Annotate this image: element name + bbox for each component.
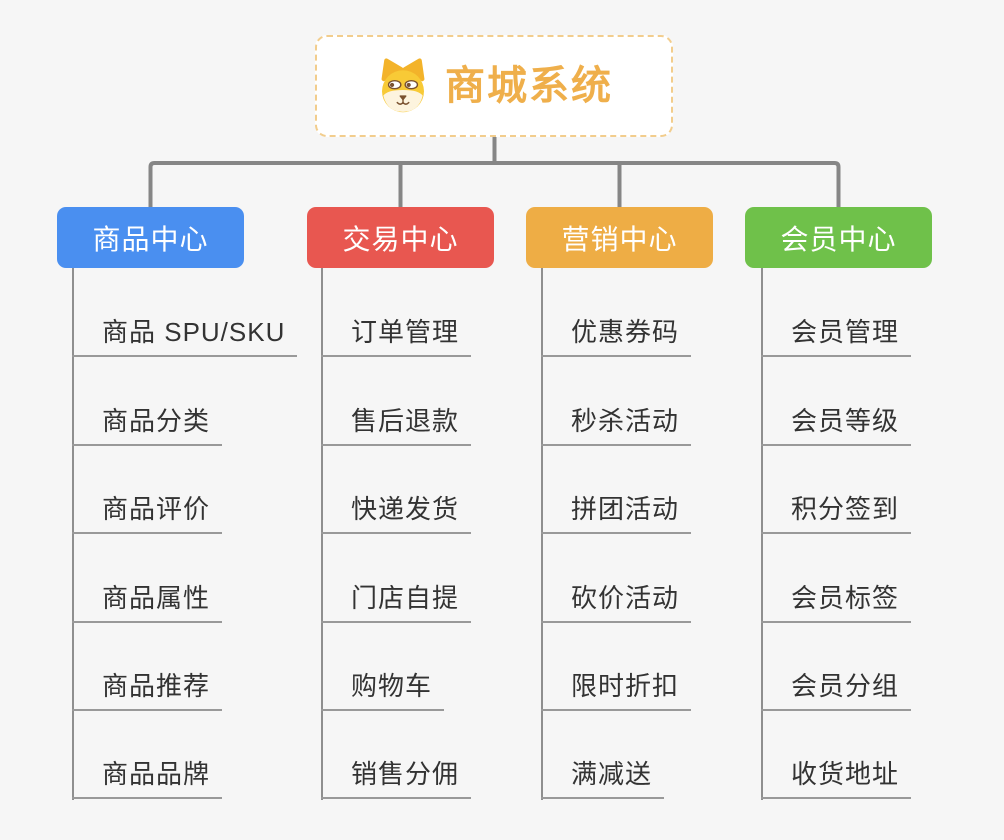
leaf-shopping-cart[interactable]: 购物车 xyxy=(321,670,445,711)
leaf-shipping-address[interactable]: 收货地址 xyxy=(761,758,912,799)
branch-trunk-line xyxy=(72,268,74,800)
leaf-product-recommend[interactable]: 商品推荐 xyxy=(72,670,223,711)
branch-trunk-line xyxy=(541,268,543,800)
leaf-group-buy[interactable]: 拼团活动 xyxy=(541,493,692,534)
leaf-member-management[interactable]: 会员管理 xyxy=(761,316,912,357)
branch-trunk-line xyxy=(321,268,323,800)
root-node[interactable]: 商城系统 xyxy=(315,35,673,137)
leaf-product-category[interactable]: 商品分类 xyxy=(72,405,223,446)
leaf-points-checkin[interactable]: 积分签到 xyxy=(761,493,912,534)
leaf-coupon-code[interactable]: 优惠券码 xyxy=(541,316,692,357)
leaf-product-spu-sku[interactable]: 商品 SPU/SKU xyxy=(72,316,298,357)
leaf-time-limited-discount[interactable]: 限时折扣 xyxy=(541,670,692,711)
leaf-sales-commission[interactable]: 销售分佣 xyxy=(321,758,472,799)
leaf-full-reduction[interactable]: 满减送 xyxy=(541,758,665,799)
leaf-member-level[interactable]: 会员等级 xyxy=(761,405,912,446)
root-title: 商城系统 xyxy=(445,64,613,108)
leaf-bargain-activity[interactable]: 砍价活动 xyxy=(541,582,692,623)
branch-node-trade-center[interactable]: 交易中心 xyxy=(307,207,494,268)
branch-trunk-line xyxy=(761,268,763,800)
leaf-express-delivery[interactable]: 快递发货 xyxy=(321,493,472,534)
leaf-product-brand[interactable]: 商品品牌 xyxy=(72,758,223,799)
leaf-product-attribute[interactable]: 商品属性 xyxy=(72,582,223,623)
leaf-member-tag[interactable]: 会员标签 xyxy=(761,582,912,623)
leaf-order-management[interactable]: 订单管理 xyxy=(321,316,472,357)
leaf-member-group[interactable]: 会员分组 xyxy=(761,670,912,711)
leaf-store-pickup[interactable]: 门店自提 xyxy=(321,582,472,623)
leaf-flash-sale[interactable]: 秒杀活动 xyxy=(541,405,692,446)
dog-face-icon xyxy=(381,58,425,113)
branch-node-marketing-center[interactable]: 营销中心 xyxy=(526,207,713,268)
leaf-product-review[interactable]: 商品评价 xyxy=(72,493,223,534)
branch-node-member-center[interactable]: 会员中心 xyxy=(745,207,932,268)
leaf-after-sale-refund[interactable]: 售后退款 xyxy=(321,405,472,446)
branch-node-product-center[interactable]: 商品中心 xyxy=(57,207,244,268)
